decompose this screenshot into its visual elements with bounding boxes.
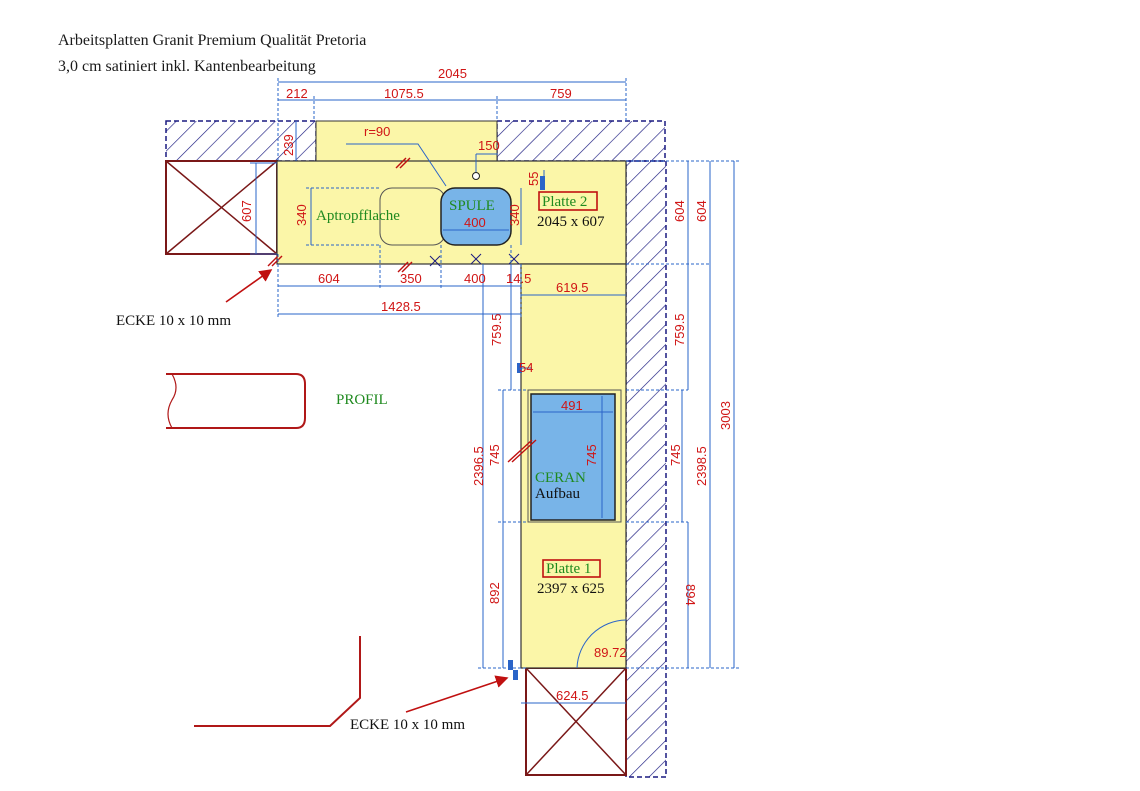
dim-491: 491 bbox=[561, 398, 583, 413]
dim-239: 239 bbox=[281, 134, 296, 156]
dim-340-right: 340 bbox=[507, 204, 522, 226]
faucet-hole bbox=[472, 172, 480, 180]
platte-2-label-box bbox=[538, 191, 598, 211]
dim-212: 212 bbox=[286, 86, 308, 101]
dim-624-5: 624.5 bbox=[556, 688, 589, 703]
dim-619-5: 619.5 bbox=[556, 280, 589, 295]
dim-759: 759 bbox=[550, 86, 572, 101]
ecke-top-label: ECKE 10 x 10 mm bbox=[116, 313, 231, 329]
dimension-ticks bbox=[508, 176, 545, 680]
dim-894: 894 bbox=[683, 584, 698, 606]
radius-leader bbox=[346, 143, 447, 187]
platte-2-size: 2045 x 607 bbox=[537, 214, 605, 230]
profile-edge-shape bbox=[166, 373, 306, 429]
dim-14-5: 14.5 bbox=[506, 271, 531, 286]
cabinet-box-left bbox=[165, 160, 278, 255]
dim-55: 55 bbox=[526, 172, 541, 186]
wall-right bbox=[625, 160, 667, 778]
aptropf-label: Aptropfflache bbox=[316, 208, 400, 224]
platte-2-label: Platte 2 bbox=[542, 194, 587, 210]
dim-54: 54 bbox=[519, 360, 533, 375]
cabinet-box-bottom bbox=[525, 667, 627, 776]
ecke-arrow-top bbox=[225, 269, 273, 303]
dim-604-right-1: 604 bbox=[672, 200, 687, 222]
dimension-lines bbox=[250, 78, 740, 704]
dim-1428-5: 1428.5 bbox=[381, 299, 421, 314]
radius-label: r=90 bbox=[364, 124, 390, 139]
header-subtitle: 3,0 cm satiniert inkl. Kantenbearbeitung bbox=[58, 58, 316, 75]
dim-2398-5: 2398.5 bbox=[694, 446, 709, 486]
dim-400-bottom: 400 bbox=[464, 271, 486, 286]
dim-2045: 2045 bbox=[438, 66, 467, 81]
sink-basin bbox=[440, 187, 512, 246]
profil-label: PROFIL bbox=[336, 392, 388, 408]
dim-400-sink: 400 bbox=[464, 215, 486, 230]
ecke-bottom-label: ECKE 10 x 10 mm bbox=[350, 717, 465, 733]
dim-3003: 3003 bbox=[718, 401, 733, 430]
dim-604-right-2: 604 bbox=[694, 200, 709, 222]
dim-759-5-left: 759.5 bbox=[489, 313, 504, 346]
dim-350: 350 bbox=[400, 271, 422, 286]
break-marks bbox=[267, 157, 537, 463]
corner-profile-shape bbox=[194, 636, 361, 727]
dim-745-right: 745 bbox=[668, 444, 683, 466]
ceran-label: CERAN bbox=[535, 470, 586, 486]
platte-1-label: Platte 1 bbox=[546, 561, 591, 577]
ceran-hob bbox=[530, 393, 616, 521]
dim-150: 150 bbox=[478, 138, 500, 153]
aufbau-label: Aufbau bbox=[535, 486, 580, 502]
angle-arc bbox=[576, 619, 627, 669]
dim-745-left: 745 bbox=[487, 444, 502, 466]
dim-892: 892 bbox=[487, 582, 502, 604]
wall-top bbox=[165, 120, 666, 162]
dim-340-left: 340 bbox=[294, 204, 309, 226]
ecke-arrow-bottom bbox=[405, 675, 509, 713]
dim-2396-5: 2396.5 bbox=[471, 446, 486, 486]
angle-label: 89.72 bbox=[594, 645, 627, 660]
dim-745-ceran: 745 bbox=[584, 444, 599, 466]
dim-607: 607 bbox=[239, 200, 254, 222]
platte-1-label-box bbox=[542, 559, 601, 578]
header-title: Arbeitsplatten Granit Premium Qualität P… bbox=[58, 32, 367, 49]
dim-1075: 1075.5 bbox=[384, 86, 424, 101]
dim-604: 604 bbox=[318, 271, 340, 286]
spule-label: SPULE bbox=[449, 198, 495, 214]
platte-1-size: 2397 x 625 bbox=[537, 581, 605, 597]
dim-759-5-right: 759.5 bbox=[672, 313, 687, 346]
